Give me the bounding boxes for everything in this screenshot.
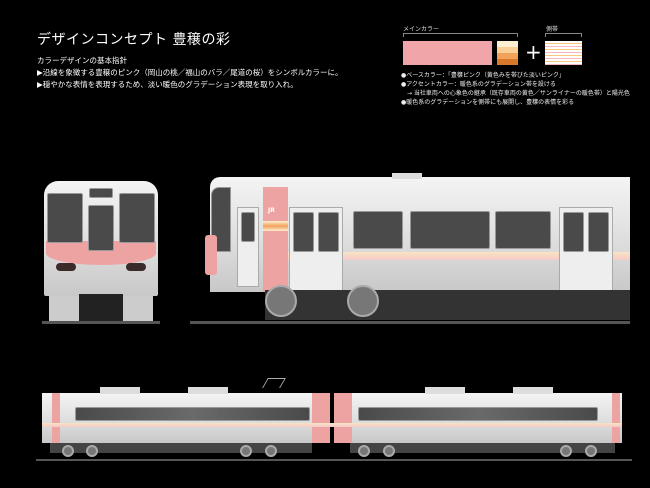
side-door-2 bbox=[559, 207, 613, 292]
pantograph bbox=[262, 378, 286, 388]
wheel bbox=[240, 445, 252, 457]
pink-panel bbox=[312, 393, 330, 443]
side-door-1 bbox=[289, 207, 343, 292]
car-1-windows bbox=[75, 407, 310, 421]
train-side-view: JR bbox=[205, 173, 630, 322]
wheel bbox=[358, 445, 370, 457]
rail bbox=[42, 321, 160, 324]
front-window-right bbox=[119, 193, 155, 243]
wheel bbox=[585, 445, 597, 457]
wheel bbox=[560, 445, 572, 457]
concept-point-2: ▶穏やかな表情を表現するため、淡い暖色のグラデーション表現を取り入れ。 bbox=[37, 80, 298, 89]
wheel bbox=[347, 285, 379, 317]
wheel bbox=[265, 285, 297, 317]
rail bbox=[36, 459, 632, 461]
underframe bbox=[350, 443, 615, 453]
palette-note-4: ●暖色系のグラデーションを側帯にも展開し、豊穣の表情を彩る bbox=[401, 99, 575, 106]
main-color-label: メインカラー bbox=[403, 26, 440, 33]
section-subtitle: カラーデザインの基本指針 bbox=[37, 56, 127, 65]
underframe bbox=[50, 443, 312, 453]
roof-unit bbox=[188, 387, 228, 394]
side-stripe-swatch bbox=[545, 41, 582, 65]
roof-unit bbox=[392, 173, 422, 179]
main-color-bracket bbox=[403, 33, 518, 37]
side-stripe-bracket bbox=[545, 33, 582, 37]
side-stripe bbox=[288, 252, 630, 260]
pink-panel bbox=[334, 393, 352, 443]
wheel bbox=[383, 445, 395, 457]
car-2-windows bbox=[358, 407, 598, 421]
wheel bbox=[86, 445, 98, 457]
coupler bbox=[79, 294, 123, 321]
base-pink-swatch bbox=[403, 41, 492, 65]
pink-panel bbox=[52, 393, 60, 443]
side-window-2 bbox=[495, 211, 551, 249]
train-full-side-view bbox=[40, 378, 625, 460]
pink-panel bbox=[612, 393, 620, 443]
side-stripe bbox=[42, 423, 622, 427]
page-title: デザインコンセプト 豊穣の彩 bbox=[37, 32, 231, 48]
plus-sign: + bbox=[525, 40, 542, 64]
destination-display bbox=[89, 188, 113, 198]
roof-unit bbox=[425, 387, 465, 394]
jr-logo: JR bbox=[268, 207, 275, 214]
accent-gradient-swatch bbox=[497, 41, 518, 65]
cab-door bbox=[237, 207, 259, 287]
side-window-3 bbox=[353, 211, 403, 249]
front-window-left bbox=[47, 193, 83, 243]
side-window-1 bbox=[410, 211, 490, 249]
headlight-right bbox=[126, 263, 146, 271]
pink-end-panel bbox=[263, 187, 288, 292]
front-side-pink bbox=[205, 235, 217, 275]
side-stripe-label: 側帯 bbox=[546, 26, 559, 33]
wheel bbox=[62, 445, 74, 457]
rail bbox=[190, 321, 630, 324]
headlight-left bbox=[56, 263, 76, 271]
wheel bbox=[265, 445, 277, 457]
train-front-view bbox=[44, 181, 158, 321]
palette-note-3: → 当社車両への心象色の継承（既存車両の黄色／サンライナーの暖色帯）と陽光色 bbox=[401, 90, 630, 97]
front-door-window bbox=[88, 205, 114, 251]
roof-unit bbox=[100, 387, 140, 394]
roof-unit bbox=[513, 387, 553, 394]
underframe bbox=[265, 290, 630, 320]
palette-note-1: ●ベースカラー：「豊穣ピンク（黄色みを帯びた淡いピンク」 bbox=[401, 72, 565, 79]
accent-gradient-band bbox=[263, 221, 288, 231]
concept-point-1: ▶沿線を象徴する豊穣のピンク（岡山の桃／福山のバラ／尾道の桜）をシンボルカラーに… bbox=[37, 68, 343, 77]
palette-note-2: ●アクセントカラー：暖色系のグラデーション帯を設ける bbox=[401, 81, 556, 88]
